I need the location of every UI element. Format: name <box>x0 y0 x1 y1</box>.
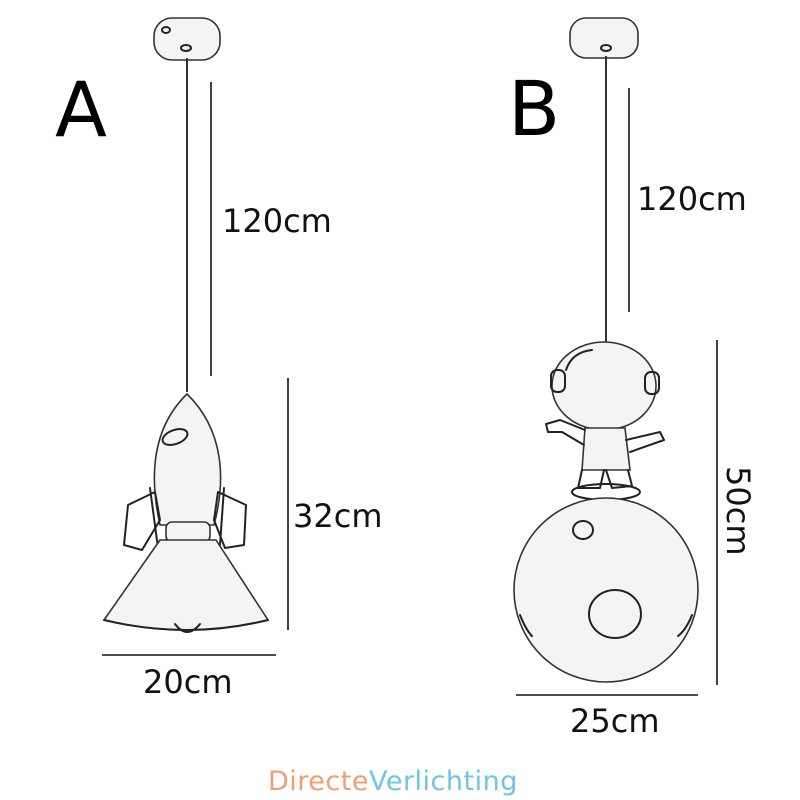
brand-part-2: Verlichting <box>369 766 518 797</box>
lamp-b-height: 50cm <box>719 466 757 555</box>
lamp-b-moon <box>513 497 699 683</box>
brand-part-1: Directe <box>268 766 369 797</box>
lamp-a-cord-length: 120cm <box>222 202 332 240</box>
lamp-a-label: A <box>55 65 107 154</box>
lamp-a-width: 20cm <box>143 663 232 701</box>
lamp-b-canopy <box>569 17 639 59</box>
lamp-b-astronaut <box>545 341 665 501</box>
lamp-b-width: 25cm <box>570 702 659 740</box>
lamp-a-height: 32cm <box>293 497 382 535</box>
lamp-a-rocket <box>102 392 270 633</box>
lamp-b: B <box>508 17 757 740</box>
lamp-a-canopy <box>153 17 221 61</box>
lamp-a: A 120cm <box>55 17 382 701</box>
lamp-b-cord-length: 120cm <box>637 180 747 218</box>
lamp-b-label: B <box>508 64 560 153</box>
brand-logo: DirecteVerlichting <box>268 766 518 797</box>
